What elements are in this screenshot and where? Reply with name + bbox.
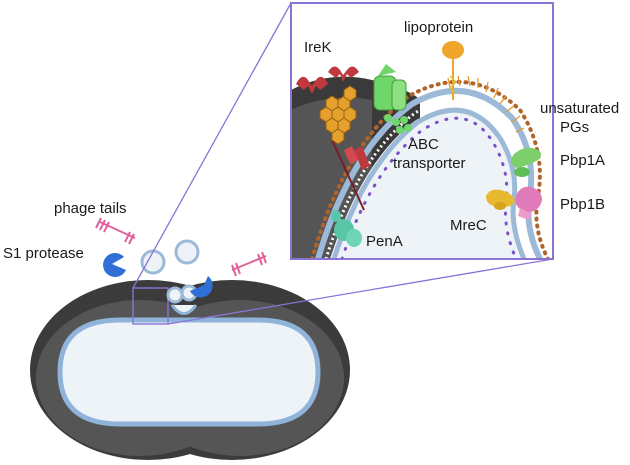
label-transporter: transporter <box>393 155 466 172</box>
irek-protein <box>296 66 370 211</box>
pbp1b-protein <box>515 186 542 220</box>
label-s1-protease: S1 protease <box>3 245 84 262</box>
label-pbp1a: Pbp1A <box>560 152 605 169</box>
label-pgs: PGs <box>560 119 589 136</box>
zoom-connector-top <box>132 2 292 289</box>
label-phage-tails: phage tails <box>54 200 127 217</box>
hexagon-cluster <box>319 85 357 145</box>
s1-protease-icon-2 <box>190 276 213 298</box>
dividing-cell <box>30 280 350 460</box>
label-pena: PenA <box>366 233 403 250</box>
zoom-connector-bottom <box>167 258 554 325</box>
phage-tail-icon <box>95 217 136 245</box>
membrane-bilayer-inner <box>331 107 527 259</box>
membrane-vesicles <box>140 239 200 304</box>
lipoprotein-protein <box>442 41 464 100</box>
label-irek: IreK <box>304 39 332 56</box>
label-pbp1b: Pbp1B <box>560 196 605 213</box>
label-lipoprotein: lipoprotein <box>404 19 473 36</box>
label-mrec: MreC <box>450 217 487 234</box>
mrec-protein <box>486 189 515 210</box>
label-unsaturated: unsaturated <box>540 100 619 117</box>
pbp1a-protein <box>511 147 541 177</box>
cell-membrane <box>57 317 321 427</box>
abc-transporter-protein <box>373 64 412 134</box>
inset-panel <box>290 2 554 260</box>
s1-protease-icon <box>103 253 126 278</box>
zoom-region-box <box>132 287 169 325</box>
unsaturated-pg-tails <box>447 75 525 133</box>
label-abc: ABC <box>408 136 439 153</box>
phage-tail-icon-2 <box>231 251 267 277</box>
pena-protein <box>331 210 362 247</box>
inset-border <box>290 2 554 260</box>
